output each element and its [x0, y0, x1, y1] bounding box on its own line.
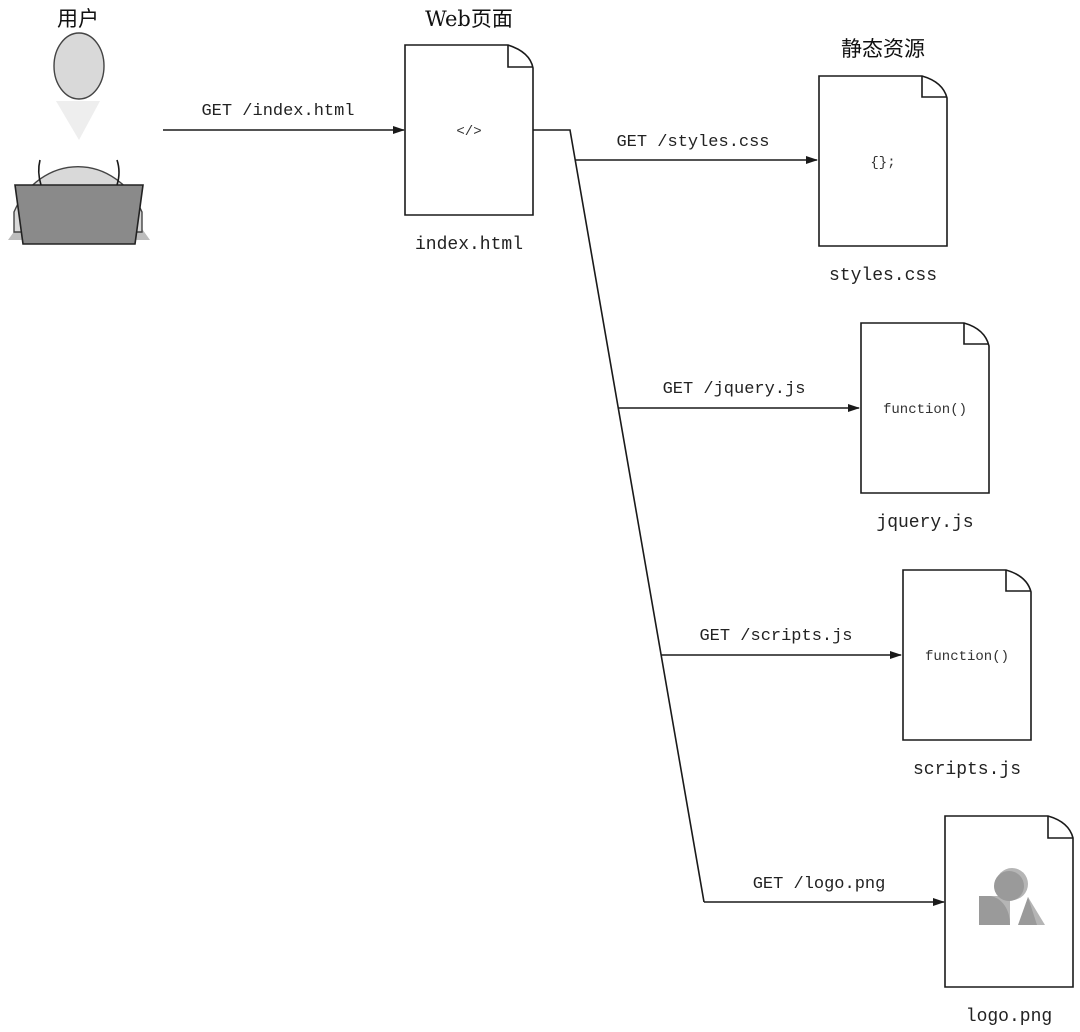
person-collar [56, 101, 100, 140]
document-outline [818, 75, 948, 247]
document-glyph: </> [456, 124, 481, 140]
document-fold [507, 45, 533, 68]
request-label-jquery: GET /jquery.js [663, 380, 806, 399]
image-document-icon [944, 815, 1074, 988]
html-document-icon: </> [404, 44, 534, 216]
person-arm-left [37, 159, 42, 186]
document-glyph: {}; [870, 155, 895, 171]
document-glyph: function() [925, 649, 1009, 665]
js-document-icon: function() [860, 322, 990, 494]
person-arm-right [116, 159, 120, 186]
js-document-icon: function() [902, 569, 1032, 741]
filename-index: index.html [415, 235, 523, 255]
filename-logo: logo.png [966, 1007, 1052, 1027]
laptop [14, 184, 144, 245]
person-head [53, 32, 105, 100]
document-outline [860, 322, 990, 494]
request-label-scripts: GET /scripts.js [699, 627, 852, 646]
document-outline [404, 44, 534, 216]
image-shapes-icon [979, 868, 1045, 925]
request-label-logo: GET /logo.png [753, 875, 886, 894]
request-label-index: GET /index.html [201, 102, 354, 121]
css-document-icon: {}; [818, 75, 948, 247]
trunk-connector [533, 129, 705, 903]
document-fold [1005, 570, 1031, 592]
document-glyph: function() [883, 402, 967, 418]
filename-jquery: jquery.js [876, 513, 973, 533]
document-fold [921, 76, 947, 98]
request-label-styles: GET /styles.css [616, 133, 769, 152]
person-with-laptop-icon [8, 32, 150, 245]
filename-scripts: scripts.js [913, 760, 1021, 780]
document-fold [963, 323, 989, 345]
filename-styles: styles.css [829, 266, 937, 286]
document-fold [1047, 816, 1073, 839]
heading-webpage: Web页面 [425, 7, 513, 31]
heading-static-resources: 静态资源 [841, 37, 925, 61]
heading-user: 用户 [57, 7, 99, 31]
document-outline [902, 569, 1032, 741]
